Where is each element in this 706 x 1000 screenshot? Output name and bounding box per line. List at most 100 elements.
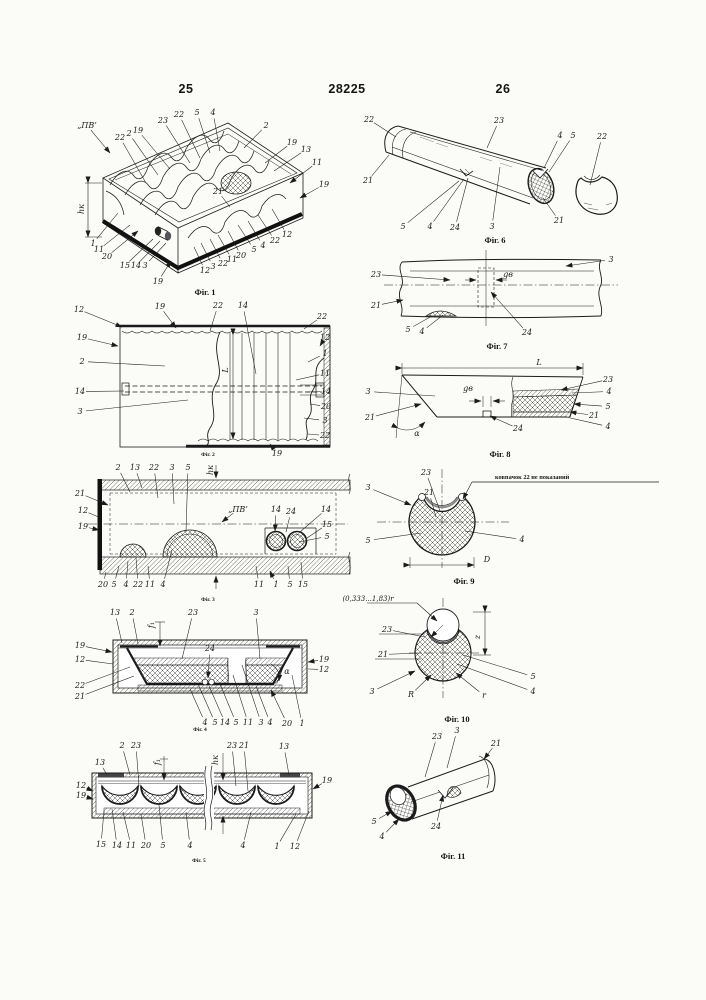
leader-line: [256, 618, 261, 660]
leader-line: [426, 314, 444, 329]
leader-line: [272, 515, 278, 532]
leader-line: [490, 291, 524, 329]
callout-12: 12: [75, 655, 85, 664]
fig11-art: [385, 755, 496, 822]
callout-13: 13: [301, 145, 311, 154]
callout-hк: hк: [211, 755, 220, 765]
callout-2: 2: [118, 741, 124, 750]
leader-line: [140, 240, 161, 262]
leader-line: [135, 557, 138, 579]
leader-line: [306, 527, 323, 539]
fig8-caption: Фіг. 8: [489, 449, 511, 459]
leader-line: [255, 685, 269, 717]
callout-15: 15: [298, 580, 308, 589]
leader-line: [104, 571, 107, 579]
callout-23: 23: [431, 732, 442, 741]
callout-22: 22: [217, 259, 228, 268]
fig5-art: [91, 753, 313, 834]
leader-line: [141, 134, 171, 170]
callout-15: 15: [120, 261, 130, 270]
callout-1: 1: [274, 842, 279, 851]
callout-11: 11: [227, 255, 237, 264]
callout-4: 4: [266, 718, 272, 727]
leader-line: [237, 224, 251, 245]
callout-α: α: [284, 667, 290, 676]
leader-line: [227, 230, 239, 251]
leader-line: [377, 670, 416, 690]
callout-23: 23: [420, 468, 431, 477]
callout-11: 11: [320, 369, 330, 378]
leader-line: [371, 154, 390, 177]
leader-line: [375, 403, 422, 417]
callout-15: 15: [322, 520, 332, 529]
fig3-art: [88, 465, 351, 589]
callout-ковпачок 22 не показаний: ковпачок 22 не показаний: [495, 474, 570, 481]
fig10-art: [367, 598, 491, 698]
callout-2: 2: [262, 121, 268, 130]
leader-line: [269, 570, 275, 580]
callout-5: 5: [405, 325, 410, 334]
leader-line: [85, 675, 135, 695]
callout-21: 21: [423, 488, 434, 497]
leader-line: [298, 537, 322, 543]
leader-line: [309, 403, 321, 406]
leader-line: [86, 794, 94, 800]
callout-3: 3: [454, 726, 459, 735]
callout-4: 4: [529, 687, 535, 696]
callout-(0,333...1,83)r: (0,333...1,83)r: [342, 595, 394, 603]
callout-4: 4: [122, 580, 128, 589]
callout-24: 24: [430, 822, 441, 831]
leader-line: [164, 549, 173, 579]
fig7-caption: Фіг. 7: [486, 341, 508, 351]
leader-line: [285, 517, 290, 533]
leader-line: [560, 380, 603, 392]
leader-line: [373, 489, 412, 506]
leader-line: [291, 674, 302, 718]
leader-line: [289, 165, 313, 184]
callout-14: 14: [75, 387, 85, 396]
callout-21: 21: [212, 187, 223, 196]
leader-line: [87, 361, 166, 367]
leader-line: [269, 443, 276, 451]
leader-line: [209, 238, 221, 259]
callout-4: 4: [239, 841, 245, 850]
callout-L: L: [221, 367, 230, 373]
callout-3: 3: [169, 463, 174, 472]
callout-1: 1: [273, 580, 278, 589]
leader-line: [548, 140, 570, 173]
callout-20: 20: [101, 252, 112, 261]
callout-4: 4: [604, 422, 610, 431]
callout-19: 19: [272, 449, 282, 458]
callout-14: 14: [112, 841, 122, 850]
callout-14: 14: [220, 718, 230, 727]
callout-21: 21: [377, 650, 388, 659]
callout-14: 14: [131, 261, 141, 270]
leader-line: [385, 818, 400, 833]
callout-2: 2: [128, 608, 134, 617]
leader-line: [296, 810, 310, 842]
leader-line: [88, 512, 102, 519]
leader-line: [241, 664, 260, 717]
leader-line: [462, 654, 528, 676]
leader-line: [200, 242, 211, 262]
leader-line: [300, 561, 303, 579]
callout-23: 23: [493, 116, 504, 125]
callout-21: 21: [238, 741, 249, 750]
callout-22: 22: [114, 133, 125, 142]
callout-12: 12: [78, 506, 88, 515]
leader-line: [565, 260, 606, 268]
fig8-art: [391, 363, 584, 439]
leader-line: [255, 565, 259, 579]
callout-5: 5: [365, 536, 370, 545]
callout-20: 20: [281, 719, 292, 728]
leader-line: [85, 666, 131, 684]
callout-21: 21: [364, 413, 375, 422]
callout-5: 5: [605, 402, 610, 411]
leader-line: [573, 401, 603, 407]
leader-line: [247, 220, 261, 241]
leader-line: [424, 742, 436, 778]
